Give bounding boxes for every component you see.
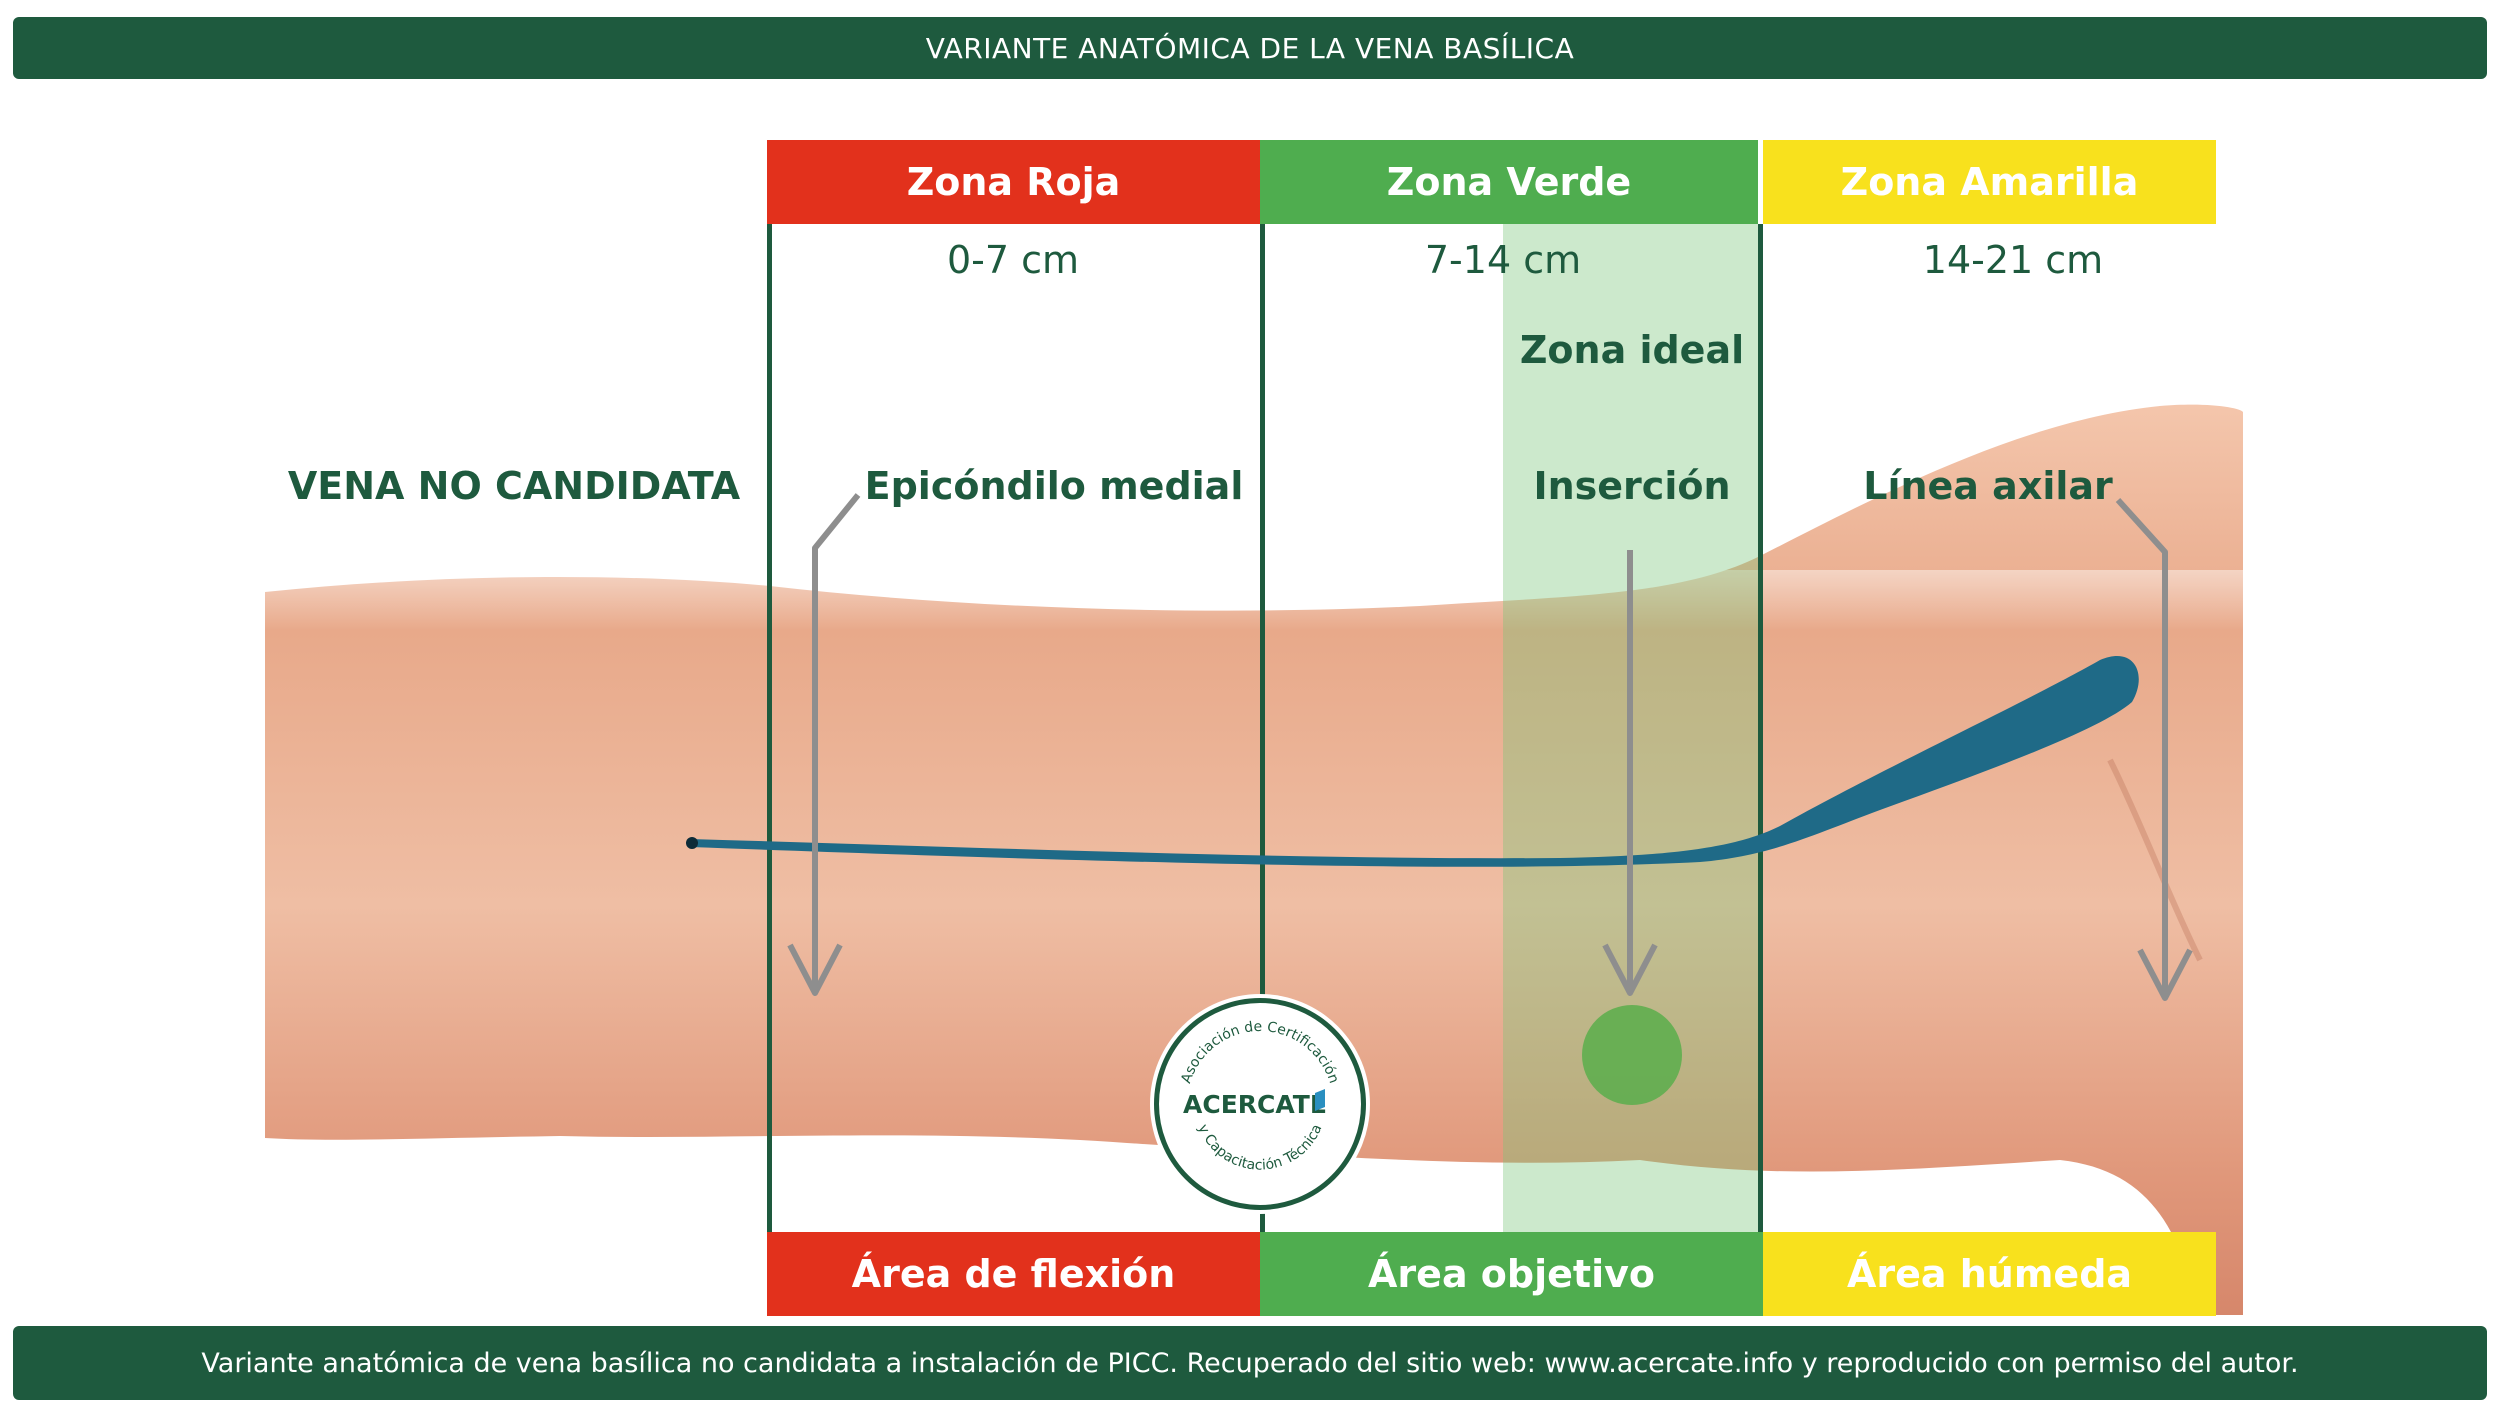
zone-green-header: Zona Verde (1260, 140, 1758, 224)
axillary-line-label: Línea axilar (1863, 464, 2113, 508)
flexion-area-label: Área de flexión (851, 1252, 1176, 1296)
header-bar: VARIANTE ANATÓMICA DE LA VENA BASÍLICA (13, 17, 2487, 79)
footer-caption: Variante anatómica de vena basílica no c… (201, 1347, 2299, 1379)
zone-yellow-footer: Área húmeda (1763, 1232, 2216, 1316)
zone-green-footer: Área objetivo (1260, 1232, 1763, 1316)
zone-yellow-header: Zona Amarilla (1763, 140, 2216, 224)
epicondyle-label: Epicóndilo medial (864, 464, 1244, 508)
basilic-vein (690, 655, 2139, 867)
zone-divider-left (767, 224, 772, 1232)
acercate-seal: Asociación de Certificación y Capacitaci… (1154, 998, 1366, 1210)
ideal-zone-label: Zona ideal (1519, 328, 1745, 372)
seal-brand: ACERCATE (1183, 1090, 1327, 1119)
zone-red-header: Zona Roja (767, 140, 1260, 224)
seal-emblem-icon (1315, 1089, 1325, 1111)
zone-yellow-label: Zona Amarilla (1840, 160, 2139, 204)
zone-red-footer: Área de flexión (767, 1232, 1260, 1316)
footer-bar: Variante anatómica de vena basílica no c… (13, 1326, 2487, 1400)
vein-not-candidate-label: VENA NO CANDIDATA (287, 464, 741, 508)
insertion-point (1582, 1005, 1682, 1105)
zone-yellow-range: 14-21 cm (1922, 238, 2104, 282)
arrow-axillary (2115, 497, 2193, 1001)
insertion-label: Inserción (1533, 464, 1731, 508)
target-area-label: Área objetivo (1368, 1252, 1655, 1296)
humid-area-label: Área húmeda (1846, 1252, 2133, 1296)
arrow-epicondyle (787, 493, 861, 996)
zone-green-label: Zona Verde (1386, 160, 1632, 204)
seal-arc-top: Asociación de Certificación (1178, 1019, 1341, 1086)
arrow-insertion (1602, 550, 1658, 996)
zone-red-range: 0-7 cm (946, 238, 1080, 282)
zone-red-label: Zona Roja (906, 160, 1121, 204)
zone-green-range: 7-14 cm (1424, 238, 1582, 282)
page-title: VARIANTE ANATÓMICA DE LA VENA BASÍLICA (925, 31, 1575, 65)
seal-arc-bottom: y Capacitación Técnica (1194, 1122, 1325, 1174)
zone-divider-green-yellow (1758, 224, 1763, 1232)
zone-divider-red-green (1260, 224, 1265, 1232)
arm-crease (2107, 758, 2203, 962)
vein-end-cap (686, 837, 698, 849)
